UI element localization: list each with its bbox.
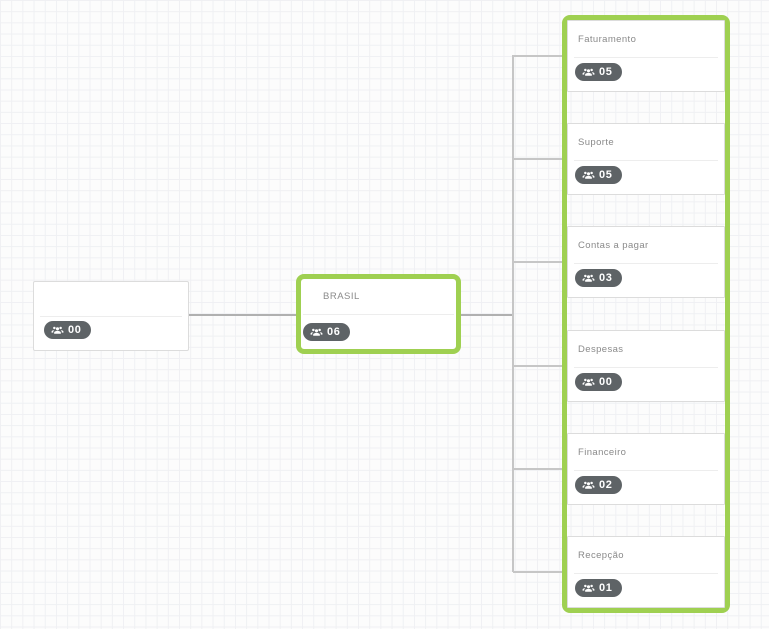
member-count-badge[interactable]: 05 bbox=[575, 63, 623, 81]
node-separator bbox=[574, 263, 718, 264]
node-separator bbox=[40, 316, 182, 317]
node-title: BRASIL bbox=[323, 291, 360, 302]
member-count: 05 bbox=[599, 169, 613, 181]
node-separator bbox=[574, 367, 718, 368]
child-node[interactable]: Contas a pagar 03 bbox=[567, 226, 725, 298]
connector-trunk bbox=[512, 55, 514, 572]
member-count: 00 bbox=[68, 324, 82, 336]
member-count: 03 bbox=[599, 272, 613, 284]
child-node[interactable]: Financeiro 02 bbox=[567, 433, 725, 505]
connector-branch bbox=[513, 571, 563, 573]
node-title: Suporte bbox=[578, 137, 615, 148]
users-group-icon bbox=[582, 169, 595, 182]
member-count-badge[interactable]: 05 bbox=[575, 166, 623, 184]
connector-root-to-selected bbox=[189, 314, 296, 316]
users-group-icon bbox=[51, 324, 64, 337]
node-separator bbox=[574, 573, 718, 574]
member-count: 00 bbox=[599, 376, 613, 388]
node-separator bbox=[574, 160, 718, 161]
users-group-icon bbox=[582, 479, 595, 492]
connector-branch bbox=[513, 468, 563, 470]
connector-branch bbox=[513, 261, 563, 263]
node-separator bbox=[574, 57, 718, 58]
users-group-icon bbox=[582, 582, 595, 595]
node-separator bbox=[574, 470, 718, 471]
node-title: Despesas bbox=[578, 344, 624, 355]
child-node[interactable]: Faturamento 05 bbox=[567, 20, 725, 92]
connector-branch bbox=[513, 365, 563, 367]
connector-selected-to-trunk bbox=[461, 314, 513, 316]
member-count: 05 bbox=[599, 66, 613, 78]
users-group-icon bbox=[582, 66, 595, 79]
node-title: Recepção bbox=[578, 550, 624, 561]
member-count-badge[interactable]: 00 bbox=[44, 321, 92, 339]
users-group-icon bbox=[582, 376, 595, 389]
children-highlight-group: Faturamento 05 Suporte bbox=[562, 15, 730, 613]
node-title: Contas a pagar bbox=[578, 240, 649, 251]
node-root[interactable]: 00 bbox=[33, 281, 189, 351]
member-count-badge[interactable]: 06 bbox=[303, 323, 351, 341]
member-count: 06 bbox=[327, 326, 341, 338]
node-brasil-selected[interactable]: BRASIL 06 bbox=[296, 274, 461, 354]
node-title: Faturamento bbox=[578, 34, 637, 45]
child-node[interactable]: Suporte 05 bbox=[567, 123, 725, 195]
member-count-badge[interactable]: 02 bbox=[575, 476, 623, 494]
member-count: 01 bbox=[599, 582, 613, 594]
member-count-badge[interactable]: 01 bbox=[575, 579, 623, 597]
users-group-icon bbox=[582, 272, 595, 285]
connector-branch bbox=[513, 158, 563, 160]
node-separator bbox=[303, 314, 454, 315]
member-count-badge[interactable]: 00 bbox=[575, 373, 623, 391]
child-node[interactable]: Despesas 00 bbox=[567, 330, 725, 402]
member-count-badge[interactable]: 03 bbox=[575, 269, 623, 287]
child-node[interactable]: Recepção 01 bbox=[567, 536, 725, 608]
node-title: Financeiro bbox=[578, 447, 627, 458]
member-count: 02 bbox=[599, 479, 613, 491]
connector-branch bbox=[513, 55, 563, 57]
users-group-icon bbox=[310, 326, 323, 339]
